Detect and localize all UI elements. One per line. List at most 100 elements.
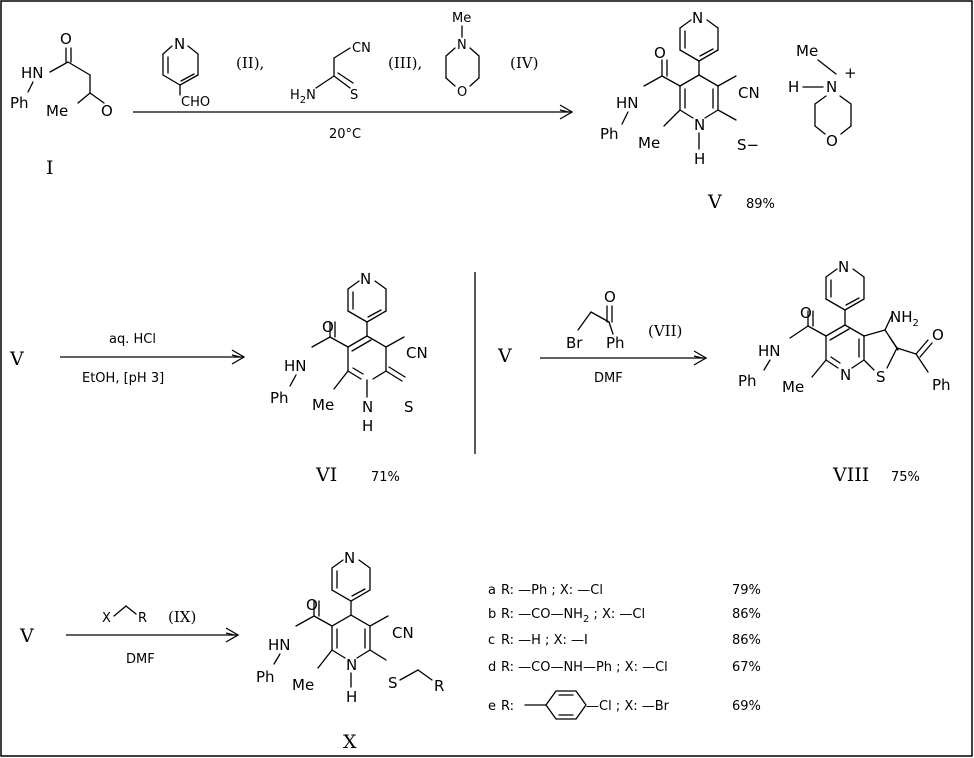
reaction-arrow-3 — [540, 350, 708, 366]
atom-ph: Ph — [10, 94, 29, 112]
atom-me: Me — [452, 11, 471, 26]
atom-h: H — [346, 688, 357, 706]
compound-X-structure: N N H CN S R Me O HN Ph — [256, 549, 444, 706]
yield-compound-VIII: 75% — [891, 470, 920, 485]
atom-n: N — [362, 398, 373, 416]
substituent-row-c: c R: —H ; X: —I 86% — [488, 633, 761, 648]
condition-ethanol-ph: EtOH, [pH 3] — [82, 371, 164, 386]
atom-n: N — [840, 366, 851, 384]
substituent-row-b: b R: —CO—NH2 ; X: —Cl 86% — [488, 607, 761, 625]
substituent-definition-tail: —Cl ; X: —Br — [586, 699, 670, 714]
label-compound-I: I — [46, 157, 54, 179]
atom-br: Br — [566, 334, 583, 352]
atom-me: Me — [796, 42, 818, 60]
atom-n: N — [694, 116, 705, 134]
label-reagent-II: (II), — [236, 54, 264, 72]
solvent-dmf: DMF — [594, 371, 623, 386]
compound-V-structure: N N H CN S− Me O HN — [600, 9, 760, 168]
label-compound-VIII: VIII — [832, 464, 869, 486]
start-compound-V: V — [9, 348, 24, 370]
atom-cn: CN — [406, 344, 428, 362]
atom-o: O — [60, 30, 72, 48]
compound-VIII-structure: N N S NH2 O Ph — [738, 258, 951, 396]
substituent-row-a: a R: —Ph ; X: —Cl 79% — [488, 583, 761, 598]
start-compound-V: V — [497, 345, 512, 367]
atom-cn: CN — [392, 624, 414, 642]
morpholinium-cation-structure: Me H N + O — [788, 42, 857, 150]
atom-o: O — [322, 318, 334, 336]
reagent-IX-structure: X R — [102, 605, 147, 626]
atom-s: S — [876, 368, 886, 386]
substituent-table: a R: —Ph ; X: —Cl 79% b R: —CO—NH2 ; X: … — [488, 583, 761, 720]
substituent-letter: b — [488, 607, 496, 622]
compound-I-structure: O HN Ph Me O — [10, 30, 113, 120]
atom-ph: Ph — [932, 376, 951, 394]
substituent-letter: c — [488, 633, 495, 648]
atom-h: H — [362, 417, 373, 435]
substituent-row-d: d R: —CO—NH—Ph ; X: —Cl 67% — [488, 660, 761, 675]
atom-s: S — [350, 88, 358, 103]
label-reagent-VII: (VII) — [648, 322, 682, 340]
atom-ph: Ph — [606, 334, 625, 352]
yield-compound-VI: 71% — [371, 470, 400, 485]
label-compound-VI: VI — [315, 464, 337, 486]
substituent-definition: R: — [501, 699, 514, 714]
atom-r: R — [138, 611, 147, 626]
atom-h2n: H2N — [290, 88, 316, 106]
solvent-dmf: DMF — [126, 652, 155, 667]
atom-ph: Ph — [270, 389, 289, 407]
substituent-definition: R: —CO—NH2 ; X: —Cl — [501, 607, 645, 625]
atom-r: R — [434, 677, 444, 695]
substituent-yield: 86% — [732, 633, 761, 648]
atom-o: O — [654, 44, 666, 62]
substituent-letter: a — [488, 583, 496, 598]
atom-s: S — [404, 398, 414, 416]
atom-hn: HN — [616, 94, 639, 112]
atom-n: N — [457, 38, 467, 53]
atom-ph: Ph — [256, 668, 275, 686]
label-reagent-IX: (IX) — [168, 608, 196, 626]
atom-me: Me — [638, 134, 660, 152]
atom-n: N — [346, 656, 357, 674]
atom-x: X — [102, 611, 111, 626]
atom-o: O — [604, 288, 616, 306]
compound-VI-structure: N N H CN S Me O HN Ph — [270, 270, 428, 435]
reaction-arrow-2 — [60, 349, 246, 365]
atom-me: Me — [312, 396, 334, 414]
chlorophenyl-ring — [545, 690, 587, 720]
substituent-definition: R: —CO—NH—Ph ; X: —Cl — [501, 660, 668, 675]
reagent-IV-structure: Me N O — [445, 11, 480, 100]
atom-me: Me — [782, 378, 804, 396]
label-compound-X: X — [343, 731, 357, 753]
atom-cho: CHO — [181, 95, 210, 110]
atom-me: Me — [46, 102, 68, 120]
label-reagent-IV: (IV) — [510, 54, 538, 72]
reagent-VII-structure: O Br Ph — [566, 288, 625, 352]
substituent-row-e: e R: —Cl ; X: —Br 69% — [488, 690, 761, 720]
reagent-III-structure: CN H2N S — [290, 41, 371, 106]
atom-o: O — [457, 85, 467, 100]
atom-h-minus: H — [788, 78, 799, 96]
substituent-yield: 67% — [732, 660, 761, 675]
atom-s: S — [388, 674, 398, 692]
substituent-definition: R: —H ; X: —I — [501, 633, 588, 648]
reagent-hcl: aq. HCl — [109, 332, 156, 347]
atom-hn: HN — [284, 357, 307, 375]
label-reagent-III: (III), — [388, 54, 422, 72]
reagent-II-structure: N CHO — [162, 35, 210, 110]
atom-o: O — [826, 132, 838, 150]
atom-me: Me — [292, 676, 314, 694]
substituent-yield: 79% — [732, 583, 761, 598]
atom-o: O — [101, 102, 113, 120]
substituent-definition: R: —Ph ; X: —Cl — [501, 583, 603, 598]
charge-plus: + — [844, 64, 857, 82]
label-compound-V: V — [707, 191, 722, 213]
atom-o: O — [306, 596, 318, 614]
atom-n: N — [344, 549, 355, 567]
start-compound-V: V — [19, 625, 34, 647]
yield-compound-V: 89% — [746, 197, 775, 212]
atom-hn: HN — [758, 342, 781, 360]
substituent-yield: 69% — [732, 699, 761, 714]
